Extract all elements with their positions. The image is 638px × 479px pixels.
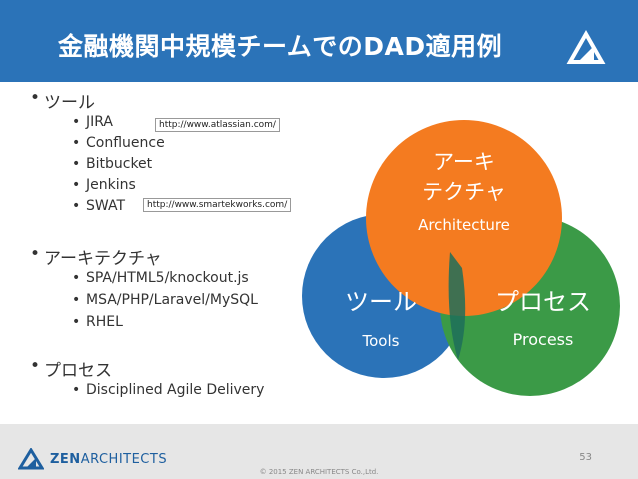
copyright-notice: © 2015 ZEN ARCHITECTS Co.,Ltd. (259, 468, 379, 476)
zen-footer-logo-icon (18, 448, 44, 470)
arch-item-spa: SPA/HTML5/knockout.js (72, 270, 249, 286)
arch-item-msa: MSA/PHP/Laravel/MySQL (72, 292, 258, 308)
jira-url-callout[interactable]: http://www.atlassian.com/ (155, 118, 280, 132)
process-label-en: Process (512, 330, 574, 349)
page-title: 金融機関中規模チームでのDAD適用例 (58, 32, 503, 61)
venn-diagram (302, 120, 620, 396)
tools-label-en: Tools (362, 332, 400, 350)
architecture-circle (366, 120, 562, 316)
process-item-dad: Disciplined Agile Delivery (72, 382, 265, 398)
footer-brand-architects: ARCHITECTS (80, 452, 168, 467)
tool-item-bitbucket: Bitbucket (72, 156, 152, 172)
tools-process-overlap (448, 252, 466, 360)
swat-url-callout[interactable]: http://www.smartekworks.com/ (143, 198, 292, 212)
bullet-process: プロセス (30, 356, 112, 381)
tools-label-jp: ツール (345, 288, 417, 316)
tool-item-swat: SWAT (72, 198, 125, 214)
zen-logo-icon (566, 29, 606, 64)
tool-item-jenkins: Jenkins (72, 177, 136, 193)
footer-bar: ZENARCHITECTS 53 © 2015 ZEN ARCHITECTS C… (0, 424, 638, 479)
architecture-label-jp2: テクチャ (422, 180, 506, 204)
page-number: 53 (579, 452, 592, 463)
slide-body: ツール JIRA Confluence Bitbucket Jenkins SW… (0, 82, 638, 412)
architecture-label-jp1: アーキ (433, 150, 495, 174)
tool-item-jira: JIRA (72, 114, 113, 130)
process-label-jp: プロセス (495, 288, 591, 316)
title-bar: 金融機関中規模チームでのDAD適用例 (0, 0, 638, 82)
footer-brand-zen: ZEN (50, 452, 81, 467)
arch-item-rhel: RHEL (72, 314, 123, 330)
bullet-tools: ツール (30, 88, 95, 113)
bullet-architecture: アーキテクチャ (30, 244, 162, 269)
footer-brand: ZENARCHITECTS (50, 452, 167, 467)
tool-item-confluence: Confluence (72, 135, 165, 151)
architecture-label-en: Architecture (418, 216, 510, 234)
